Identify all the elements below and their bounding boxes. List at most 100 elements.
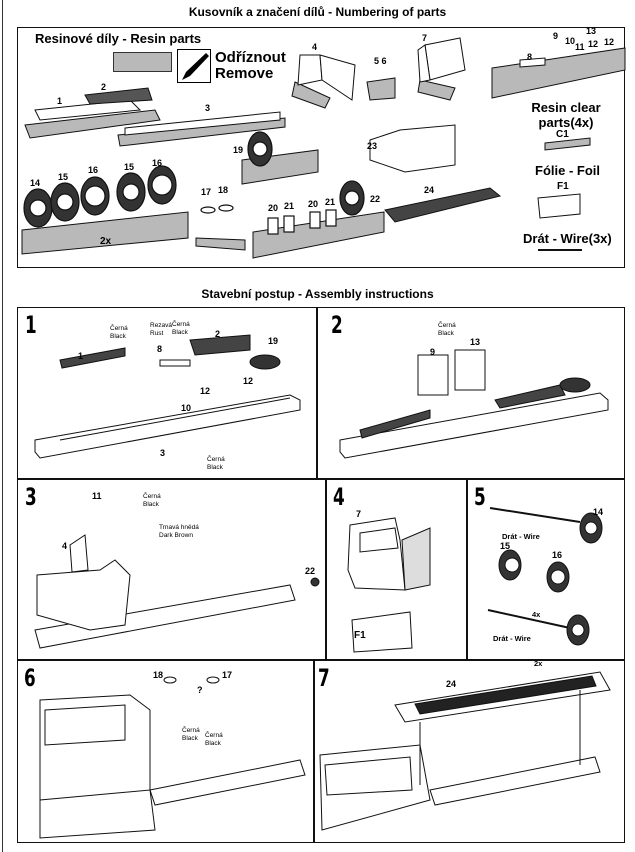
part-label: 11 bbox=[575, 42, 585, 52]
part-label: 2 bbox=[101, 82, 107, 92]
step-1-panel bbox=[17, 307, 318, 480]
step-2-panel bbox=[316, 307, 625, 480]
part-label: 19 bbox=[233, 145, 244, 155]
step-7-panel bbox=[313, 659, 625, 843]
part-label: 1 bbox=[57, 96, 63, 106]
part-label: 21 bbox=[325, 197, 336, 207]
wire-heading: Drát - Wire(3x) bbox=[523, 231, 612, 246]
step-3-panel bbox=[17, 478, 327, 661]
parts-panel bbox=[17, 27, 625, 268]
step-number: 3 bbox=[25, 483, 37, 511]
part-label: 3 bbox=[205, 103, 211, 113]
step-number: 2 bbox=[331, 311, 343, 339]
qty-label: 4x bbox=[532, 610, 541, 619]
part-label: 14 bbox=[593, 507, 604, 517]
remove-swatch bbox=[113, 52, 172, 72]
step-number: 5 bbox=[474, 483, 486, 511]
part-label: 12 bbox=[604, 37, 615, 47]
step-4-panel bbox=[325, 478, 468, 661]
chassis-step1 bbox=[34, 394, 301, 459]
part-label: 16 bbox=[88, 165, 99, 175]
part-label: 10 bbox=[565, 36, 576, 46]
foil-heading: Fólie - Foil bbox=[535, 163, 600, 178]
part-label: 10 bbox=[181, 403, 192, 413]
chassis-step3 bbox=[34, 584, 296, 649]
step-number: 6 bbox=[24, 664, 36, 692]
page-edge bbox=[2, 0, 3, 852]
parts-title: Kusovník a značení dílů - Numbering of p… bbox=[188, 5, 447, 19]
sprue-20-22 bbox=[252, 211, 385, 259]
assembly-title: Stavební postup - Assembly instructions bbox=[201, 287, 434, 301]
part-label: 16 bbox=[552, 550, 563, 560]
part-label: 24 bbox=[424, 185, 435, 195]
part-label: 2 bbox=[215, 329, 221, 339]
part-label: 15 bbox=[500, 541, 511, 551]
part-label: 9 bbox=[430, 347, 436, 357]
sprue-wheels bbox=[21, 211, 189, 255]
remove-cz: Odříznout bbox=[215, 49, 286, 66]
remove-en: Remove bbox=[215, 65, 274, 82]
part-label: 21 bbox=[284, 201, 295, 211]
part-label: 20 bbox=[268, 203, 279, 213]
sprue-4 bbox=[291, 81, 331, 109]
part-label: 22 bbox=[305, 566, 316, 576]
part-label: 23 bbox=[367, 141, 378, 151]
step-6-panel bbox=[17, 659, 315, 843]
knife-icon bbox=[177, 49, 211, 83]
part-label: 8 bbox=[157, 344, 163, 354]
resin-parts-heading: Resinové díly - Resin parts bbox=[35, 31, 202, 46]
c1-label: C1 bbox=[556, 129, 569, 140]
part-label: 4 bbox=[62, 541, 68, 551]
part-label: 3 bbox=[160, 448, 166, 458]
chassis-step2 bbox=[339, 392, 609, 459]
part-label: 12 bbox=[200, 386, 211, 396]
sprue-5-6 bbox=[366, 77, 396, 101]
part-label: 18 bbox=[153, 670, 164, 680]
part-label: 13 bbox=[470, 337, 481, 347]
step-number: 4 bbox=[333, 483, 345, 511]
part-label: 16 bbox=[152, 158, 163, 168]
part-label: 1 bbox=[78, 351, 84, 361]
part-label: 17 bbox=[201, 187, 212, 197]
part-label: 20 bbox=[308, 199, 319, 209]
step-number: 7 bbox=[318, 664, 330, 692]
wire-note: Drát - Wire bbox=[502, 532, 540, 541]
step-5-panel bbox=[466, 478, 625, 661]
question-mark: ? bbox=[197, 685, 203, 695]
sprue-1-2 bbox=[24, 109, 161, 139]
step-number: 1 bbox=[25, 311, 37, 339]
part-label: 17 bbox=[222, 670, 233, 680]
part-label: 7 bbox=[422, 33, 428, 43]
part-label: 24 bbox=[446, 679, 457, 689]
wire-note: Drát - Wire bbox=[493, 634, 531, 643]
part-label: 15 bbox=[58, 172, 69, 182]
part-label: 14 bbox=[30, 178, 41, 188]
part-label: 4 bbox=[312, 42, 318, 52]
part-label: 8 bbox=[527, 52, 533, 62]
wheels-qty: 2x bbox=[100, 236, 112, 247]
part-label: 15 bbox=[124, 162, 135, 172]
part-label: 5 6 bbox=[374, 56, 387, 66]
part-label: F1 bbox=[354, 630, 366, 641]
part-label: 19 bbox=[268, 336, 279, 346]
part-label: 12 bbox=[243, 376, 254, 386]
sprue-17-18 bbox=[195, 237, 246, 251]
part-label: 22 bbox=[370, 194, 381, 204]
part-label: 18 bbox=[218, 185, 229, 195]
resin-clear-qty: parts(4x) bbox=[538, 115, 594, 130]
part-label: 13 bbox=[586, 26, 597, 36]
resin-clear-heading: Resin clear bbox=[531, 100, 601, 115]
sprue-8-13 bbox=[491, 47, 626, 99]
part-label: 9 bbox=[553, 31, 559, 41]
